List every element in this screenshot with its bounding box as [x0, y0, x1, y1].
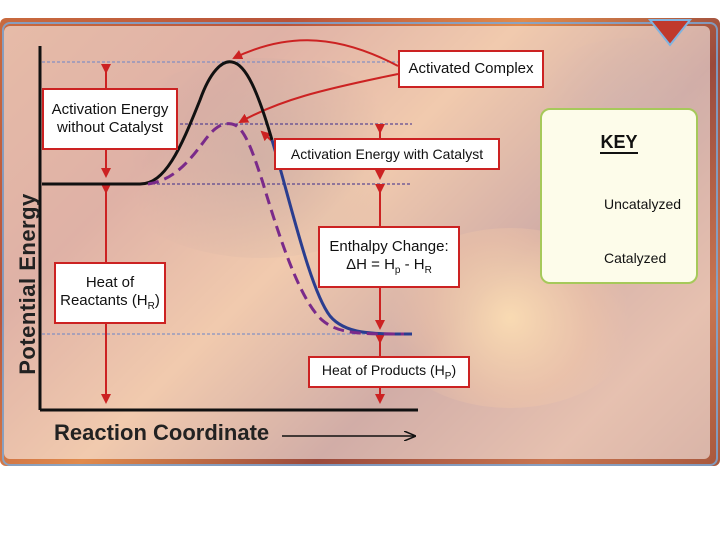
activation-with-catalyst-label: Activation Energy with Catalyst: [274, 138, 500, 170]
enthalpy-formula-prefix: ΔH = H: [346, 255, 395, 273]
enthalpy-line1: Enthalpy Change:: [329, 237, 449, 255]
catalyzed-curve: [147, 122, 405, 336]
activation-with-catalyst-text: Activation Energy with Catalyst: [290, 145, 484, 162]
heat-products-sub: P: [444, 370, 452, 382]
enthalpy-sub-p: p: [394, 264, 401, 276]
activation-without-catalyst-line1: Activation Energy: [51, 101, 169, 118]
x-axis-label: Reaction Coordinate: [54, 420, 270, 445]
heat-of-products-label: Heat of Products (HP): [308, 356, 470, 388]
enthalpy-sub-r: R: [424, 264, 432, 276]
pointer-to-catalyzed-peak: [238, 73, 399, 123]
enthalpy-change-label: Enthalpy Change: ΔH = Hp - HR: [318, 226, 460, 288]
legend-key: KEY Uncatalyzed Catalyzed: [540, 108, 698, 284]
activated-complex-text: Activated Complex: [408, 60, 534, 77]
heat-reactants-prefix: Reactants (H: [60, 291, 148, 309]
uncatalyzed-curve: [42, 60, 274, 186]
heat-reactants-suffix: ): [154, 291, 160, 309]
key-title: KEY: [542, 132, 696, 154]
heat-products-prefix: Heat of Products (H: [321, 361, 445, 378]
heat-products-text: Heat of Products (HP): [322, 362, 456, 383]
key-title-text: KEY: [600, 132, 638, 154]
heat-products-suffix: ): [451, 361, 457, 378]
y-axis-label: Potential Energy: [15, 193, 40, 375]
key-catalyzed-label: Catalyzed: [604, 250, 667, 266]
enthalpy-formula: ΔH = Hp - HR: [346, 256, 432, 277]
activation-without-catalyst-label: Activation Energy without Catalyst: [42, 88, 178, 150]
activation-without-catalyst-line2: without Catalyst: [57, 119, 163, 136]
pointer-to-uncatalyzed-peak: [232, 39, 399, 67]
key-uncatalyzed-label: Uncatalyzed: [604, 196, 682, 212]
heat-reactants-sub: R: [147, 300, 155, 312]
activated-complex-label: Activated Complex: [398, 50, 544, 88]
enthalpy-formula-mid: - H: [400, 255, 425, 273]
heat-reactants-line2: Reactants (HR): [60, 292, 160, 313]
heat-reactants-line1: Heat of: [85, 273, 135, 291]
heat-of-reactants-label: Heat of Reactants (HR): [54, 262, 166, 324]
corner-emblem: [647, 19, 693, 47]
